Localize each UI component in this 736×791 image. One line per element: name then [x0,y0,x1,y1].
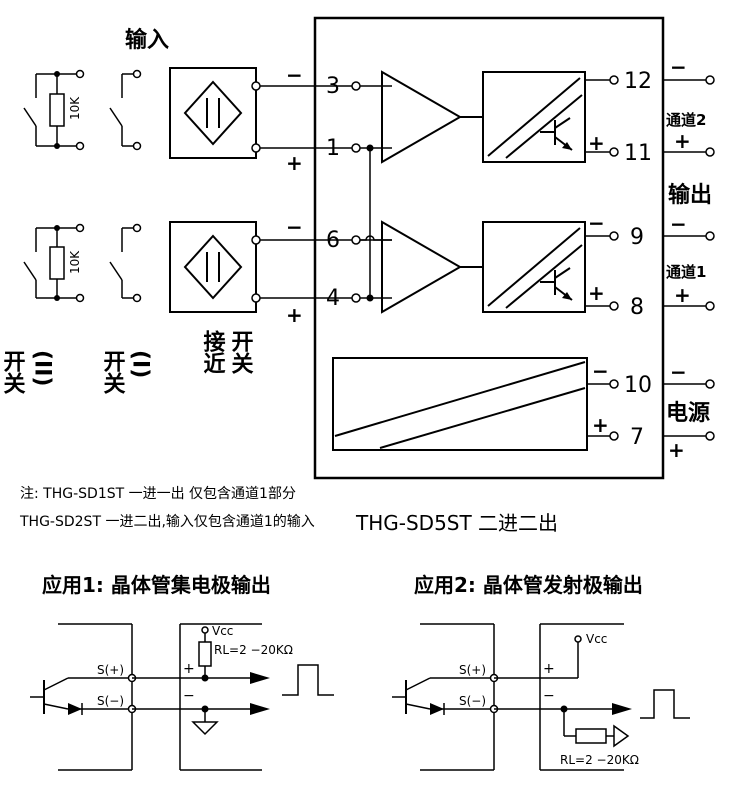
label-channel1: 通道1 [666,263,706,281]
app2-minus: − [543,688,555,704]
label-switch-i: 开关 [100,350,126,395]
app2-plus: + [543,661,555,677]
sign-upper-plus: + [588,131,605,155]
sensor-lower-plus: + [286,303,303,327]
label-switch-i-sub: (I) [128,350,153,378]
app2-vcc: Vcc [586,632,607,646]
ext-sign-7: + [668,438,685,462]
sign-power-plus: + [592,413,609,437]
app1-s-plus: S(+) [97,663,124,677]
label-input: 输入 [125,27,169,53]
app2-s-minus: S(−) [459,694,486,708]
app1-vcc: Vcc [212,624,233,638]
app1-circuit [30,623,334,771]
amplifier-lower [381,220,463,314]
app1-plus: + [183,661,195,677]
label-switch-ii-sub: (II) [30,350,55,386]
switch-i-upper [109,69,142,151]
note-line-2: THG-SD2ST 一进二出,输入仅包含通道1的输入 [19,514,315,530]
ext-sign-12: − [670,55,687,79]
sign-lower-plus: + [588,281,605,305]
switch-i-lower [109,223,142,303]
label-power: 电源 [666,401,710,426]
pin-8: 8 [630,295,644,320]
app1-title: 应用1: 晶体管集电极输出 [42,573,271,597]
note-line-1: 注: THG-SD1ST 一进一出 仅包含通道1部分 [20,486,296,502]
transistor-icon-upper [540,117,573,151]
sensor-upper-plus: + [286,151,303,175]
app2-rl: RL=2 −20KΩ [560,753,639,767]
resistor-label-lower: 10K [68,250,82,274]
pin-7: 7 [630,425,644,450]
sign-lower-minus: − [588,211,605,235]
app1-minus: − [183,688,195,704]
pin-9: 9 [630,225,644,250]
app2-circuit [392,623,690,771]
app2-title: 应用2: 晶体管发射极输出 [414,573,643,597]
pin-10: 10 [624,373,652,398]
label-proximity-1: 接近 [200,330,226,374]
amplifier-upper [381,70,463,164]
proximity-sensor-upper [169,67,257,159]
model-title: THG-SD5ST 二进二出 [355,511,558,535]
label-proximity-2: 开关 [228,330,254,375]
label-output: 输出 [668,182,712,208]
ext-sign-8: + [674,283,691,307]
sensor-lower-minus: − [286,215,303,239]
app1-s-minus: S(−) [97,694,124,708]
resistor-label-upper: 10K [68,96,82,120]
ext-sign-9: − [670,212,687,236]
ext-sign-11: + [674,129,691,153]
app2-s-plus: S(+) [459,663,486,677]
app1-rl: RL=2 −20KΩ [214,643,293,657]
switch-ii-upper [23,69,85,151]
proximity-sensor-lower [169,221,257,313]
label-switch-ii: 开关 [0,350,26,395]
module-box [313,16,665,480]
sensor-upper-minus: − [286,63,303,87]
label-channel2: 通道2 [666,111,706,129]
sign-power-minus: − [592,359,609,383]
switch-ii-lower [23,223,85,303]
transistor-icon-lower [540,267,573,301]
ext-sign-10: − [670,360,687,384]
power-block [332,357,588,451]
pin-12: 12 [624,69,652,94]
pin-11: 11 [624,141,652,166]
